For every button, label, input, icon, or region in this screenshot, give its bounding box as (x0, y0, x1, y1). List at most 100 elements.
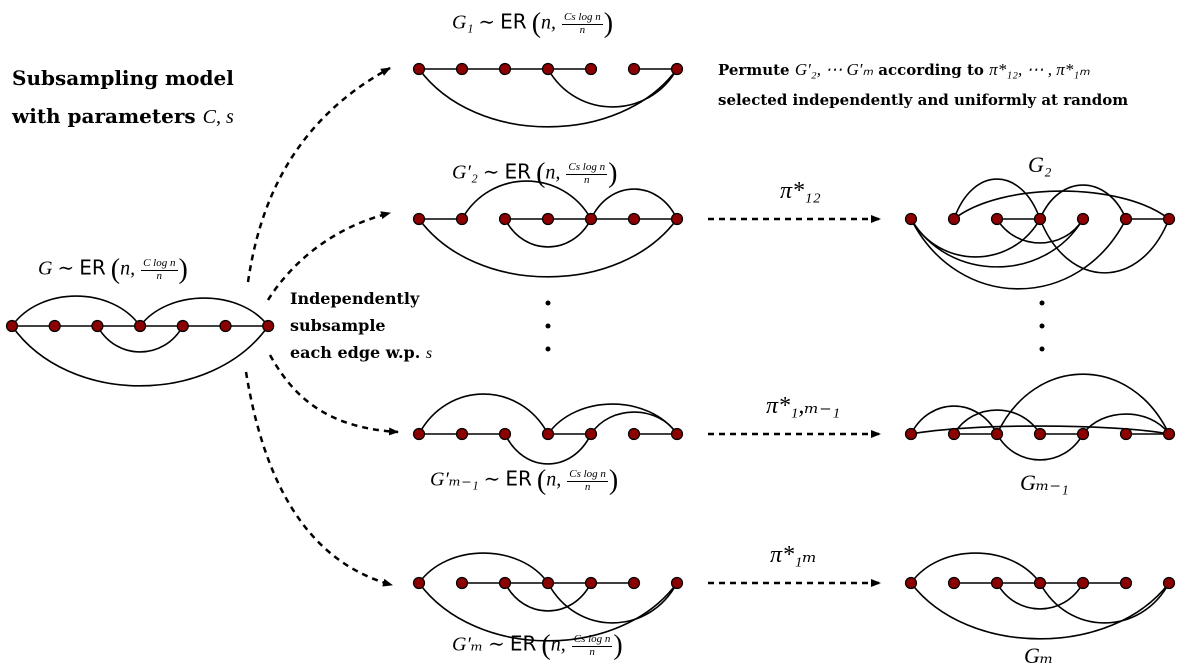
graph-node (412, 212, 426, 226)
graph-edge (1039, 218, 1170, 274)
graph-node (1076, 576, 1090, 590)
graph-edge (590, 411, 678, 435)
subsample-note-param: s (425, 345, 433, 362)
graph-node (1119, 212, 1133, 226)
graph-node (412, 427, 426, 441)
graph-edge (590, 188, 678, 220)
graph-node (904, 427, 918, 441)
graph-node (584, 212, 598, 226)
graph-node (498, 427, 512, 441)
graph-node (990, 427, 1004, 441)
model-title-line1: Subsampling model (12, 66, 234, 90)
graph-node (455, 427, 469, 441)
graph-node (670, 576, 684, 590)
subsample-note-line1: Independently (290, 289, 420, 308)
graph-edge (996, 582, 1084, 610)
graph-node (947, 576, 961, 590)
graph-edge (418, 393, 549, 435)
permutation-label-12: π*₁₂ (780, 178, 821, 204)
permuted-graph-label-g2: G₂ (1028, 152, 1052, 177)
graph-edge (996, 373, 1170, 435)
graph-node (990, 212, 1004, 226)
ellipsis-dot (1039, 300, 1045, 306)
permuted-graph-label-gm: Gₘ (1024, 643, 1053, 668)
graph-edge (547, 403, 678, 435)
graph-node (134, 319, 147, 333)
graph-edge (547, 582, 678, 624)
graph-edge (1039, 582, 1170, 624)
graph-edge (418, 552, 549, 584)
graph-node (904, 212, 918, 226)
permuted-graph-label-gm1: Gₘ₋₁ (1020, 470, 1069, 495)
graph-pg2 (904, 178, 1176, 290)
graph-edge (504, 433, 592, 465)
graph-node (584, 576, 598, 590)
graph-edge (953, 190, 1170, 220)
graph-edge (504, 218, 592, 248)
graph-node (219, 319, 232, 333)
graph-node (947, 212, 961, 226)
graph-node (541, 62, 555, 76)
graph-node (627, 212, 641, 226)
graphs-layer (5, 62, 1176, 642)
graph-gm1 (412, 393, 684, 465)
permutation-arrows (708, 215, 881, 587)
graph-node (176, 319, 189, 333)
graph-pgm1 (904, 373, 1176, 461)
subsample-note-line2: subsample (290, 316, 386, 335)
graph-node (584, 427, 598, 441)
sampling-arrow-gm (244, 371, 393, 587)
ellipsis-dot (1039, 323, 1045, 329)
graph-edge (418, 68, 678, 128)
graph-node (1033, 427, 1047, 441)
graph-edge (504, 582, 592, 612)
graph-node (990, 576, 1004, 590)
parent-graph-frac-num: C log n (141, 256, 178, 271)
graph-node (1162, 427, 1176, 441)
graph-node (412, 62, 426, 76)
graph-edge (953, 409, 1041, 435)
graph-node (1119, 427, 1133, 441)
graph-node (1033, 576, 1047, 590)
graph-node (627, 427, 641, 441)
graph-node (1162, 576, 1176, 590)
ellipsis-dot (1039, 346, 1045, 352)
graph-node (541, 576, 555, 590)
permute-note-perms: π*₁₂, ⋯ , π*₁ₘ (989, 60, 1090, 79)
graph-edge (910, 218, 1084, 268)
parent-graph-dist: ER (79, 255, 106, 280)
graph-edge (11, 325, 269, 387)
graph-node (670, 62, 684, 76)
graph-g1 (412, 62, 684, 128)
graph-node (904, 576, 918, 590)
parent-graph-name: G (38, 257, 53, 280)
graph-node (541, 212, 555, 226)
ellipsis-dot (545, 300, 551, 306)
graph-node (1076, 212, 1090, 226)
parent-graph-arg: n, (120, 257, 136, 280)
graph-g2 (412, 180, 684, 278)
permute-note-graphs: G′₂, ⋯ G′ₘ (794, 60, 874, 79)
model-title-params: C, s (202, 106, 234, 128)
graph-node (1162, 212, 1176, 226)
graph-node (1119, 576, 1133, 590)
graph-node (455, 576, 469, 590)
model-title-line2: with parameters C, s (12, 104, 234, 128)
graph-edge (96, 325, 184, 353)
graph-node (455, 212, 469, 226)
sampling-arrows (244, 66, 399, 587)
permute-note-line2: selected independently and uniformly at … (718, 91, 1129, 109)
sampling-arrow-g1 (246, 66, 391, 283)
graph-node (498, 212, 512, 226)
graph-edge (953, 178, 1041, 220)
graph-parent (5, 295, 275, 387)
parent-graph-frac-den: n (156, 269, 163, 282)
graph-edge (910, 552, 1041, 584)
graph-node (262, 319, 275, 333)
graph-edge (910, 218, 1127, 290)
graph-edge (996, 218, 1084, 244)
graph-pgm (904, 552, 1176, 640)
